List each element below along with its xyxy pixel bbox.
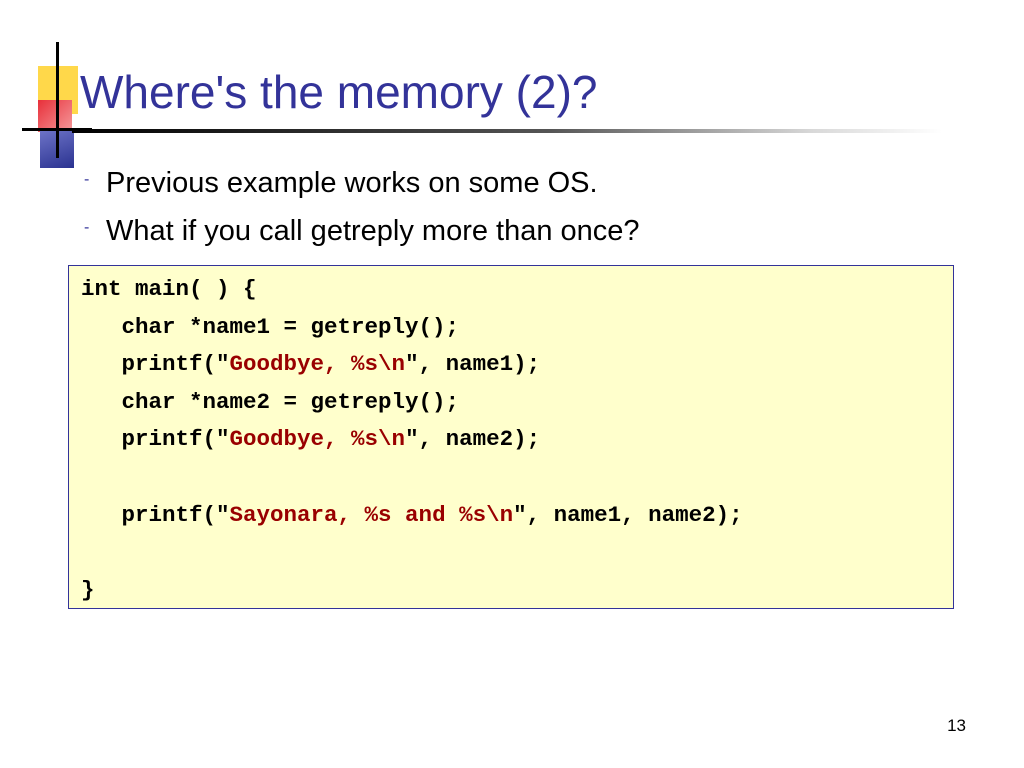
- code-text: printf(": [81, 426, 230, 453]
- code-text: printf(": [81, 501, 230, 528]
- string-literal: Sayonara, %s and %s\n: [229, 501, 514, 528]
- code-line: printf("Goodbye, %s\n", name2);: [81, 426, 541, 453]
- string-literal: Goodbye, %s\n: [229, 426, 406, 453]
- code-line: }: [81, 576, 95, 603]
- bullet-text: What if you call getreply more than once…: [106, 215, 640, 247]
- bullet-list: -Previous example works on some OS. -Wha…: [84, 163, 640, 259]
- code-line: printf("Goodbye, %s\n", name1);: [81, 351, 541, 378]
- code-block: int main( ) { char *name1 = getreply(); …: [68, 265, 954, 609]
- code-line: int main( ) {: [81, 276, 257, 302]
- code-line: char *name1 = getreply();: [81, 313, 460, 340]
- logo-vertical-line: [56, 42, 59, 158]
- title-underline-rule: [72, 129, 942, 133]
- code-line: char *name2 = getreply();: [81, 388, 460, 415]
- code-text: ", name1, name2);: [513, 501, 743, 528]
- bullet-text: Previous example works on some OS.: [106, 167, 598, 199]
- logo-red-square: [38, 100, 72, 132]
- string-literal: Goodbye, %s\n: [229, 351, 406, 378]
- code-text: ", name2);: [405, 426, 541, 453]
- bullet-item: -Previous example works on some OS.: [84, 163, 640, 211]
- logo-horizontal-line: [22, 128, 92, 131]
- slide-title: Where's the memory (2)?: [80, 66, 598, 118]
- code-text: ", name1);: [405, 351, 541, 378]
- code-listing: int main( ) { char *name1 = getreply(); …: [81, 271, 743, 609]
- code-line: printf("Sayonara, %s and %s\n", name1, n…: [81, 502, 743, 528]
- bullet-dash-icon: -: [84, 219, 90, 236]
- code-text: printf(": [81, 351, 230, 378]
- page-number: 13: [947, 716, 966, 735]
- bullet-item: -What if you call getreply more than onc…: [84, 211, 640, 259]
- bullet-dash-icon: -: [84, 171, 90, 188]
